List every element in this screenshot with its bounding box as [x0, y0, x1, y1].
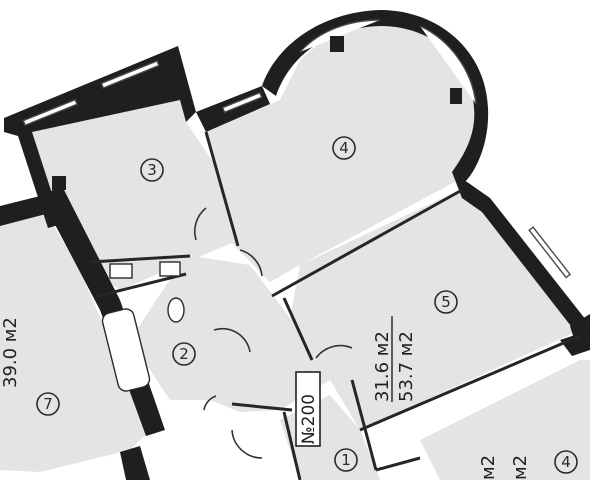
partition-1-left	[282, 411, 302, 480]
floor-room-4	[206, 18, 480, 282]
room-number-1: 1	[341, 451, 351, 469]
floor-room-4b	[420, 360, 590, 480]
partition-3-4	[204, 131, 240, 247]
partition-4-5	[271, 188, 463, 298]
door-room-2	[213, 327, 251, 353]
washer	[159, 261, 181, 277]
column-bay-2	[450, 88, 462, 104]
bathtub	[101, 308, 151, 392]
room-number-3: 3	[147, 161, 157, 179]
partition-bath-top	[89, 254, 191, 264]
total-area-label: 53.7 м2	[396, 331, 417, 402]
bathroom-fixtures	[52, 176, 185, 392]
partition-5-left	[282, 297, 314, 361]
apartment-number: №200	[299, 394, 319, 444]
partition-5-bottom	[359, 334, 581, 432]
partition-hall	[231, 402, 293, 412]
window-right	[528, 226, 572, 279]
wall-right-upper	[452, 172, 586, 330]
left-area-label: 39.0 м2	[0, 317, 21, 388]
room-number-7: 7	[43, 395, 53, 413]
toilet	[167, 297, 185, 323]
wall-left-stub	[0, 196, 46, 226]
room-marker-4: 4	[332, 136, 356, 160]
window-bay-arc-2	[419, 25, 477, 105]
partition-5-1	[350, 379, 378, 471]
window-top-left	[22, 98, 78, 127]
room-number-2: 2	[179, 345, 189, 363]
door-room-4	[239, 249, 263, 277]
wall-right-corner	[560, 330, 590, 356]
column-bay-1	[330, 36, 344, 52]
door-entrance	[231, 429, 263, 459]
wall-bay-curve	[262, 10, 489, 184]
floor-room-2	[130, 255, 330, 412]
right-area-label-2: м2	[510, 455, 531, 480]
room-marker-1: 1	[334, 448, 358, 472]
right-area-label-1: м2	[478, 455, 499, 480]
room-labels: 3 4 5 2 7 1 4	[36, 136, 578, 474]
room-number-5: 5	[441, 293, 451, 311]
doors	[193, 207, 353, 459]
window-bay-left	[221, 91, 263, 114]
room-marker-2: 2	[172, 342, 196, 366]
interior-walls	[89, 131, 581, 480]
floor-room-5	[290, 190, 580, 430]
room-marker-4b: 4	[554, 450, 578, 474]
vent-shaft	[52, 176, 66, 190]
room-number-4b: 4	[561, 453, 571, 471]
door-hall	[203, 395, 217, 411]
wall-top-left	[4, 46, 196, 228]
room-number-4: 4	[339, 139, 349, 157]
partition-bath-mid	[97, 272, 187, 298]
apartment-number-tag: №200	[295, 371, 321, 447]
window-top-mid	[100, 59, 160, 89]
door-room-3	[193, 207, 207, 241]
living-area-label: 31.6 м2	[372, 331, 393, 402]
partition-bottom-right	[375, 456, 421, 472]
sink	[109, 263, 133, 279]
room-marker-7: 7	[36, 392, 60, 416]
room-marker-5: 5	[434, 290, 458, 314]
door-room-5	[315, 344, 353, 359]
wall-bottom-left	[120, 446, 150, 480]
room-marker-3: 3	[140, 158, 164, 182]
